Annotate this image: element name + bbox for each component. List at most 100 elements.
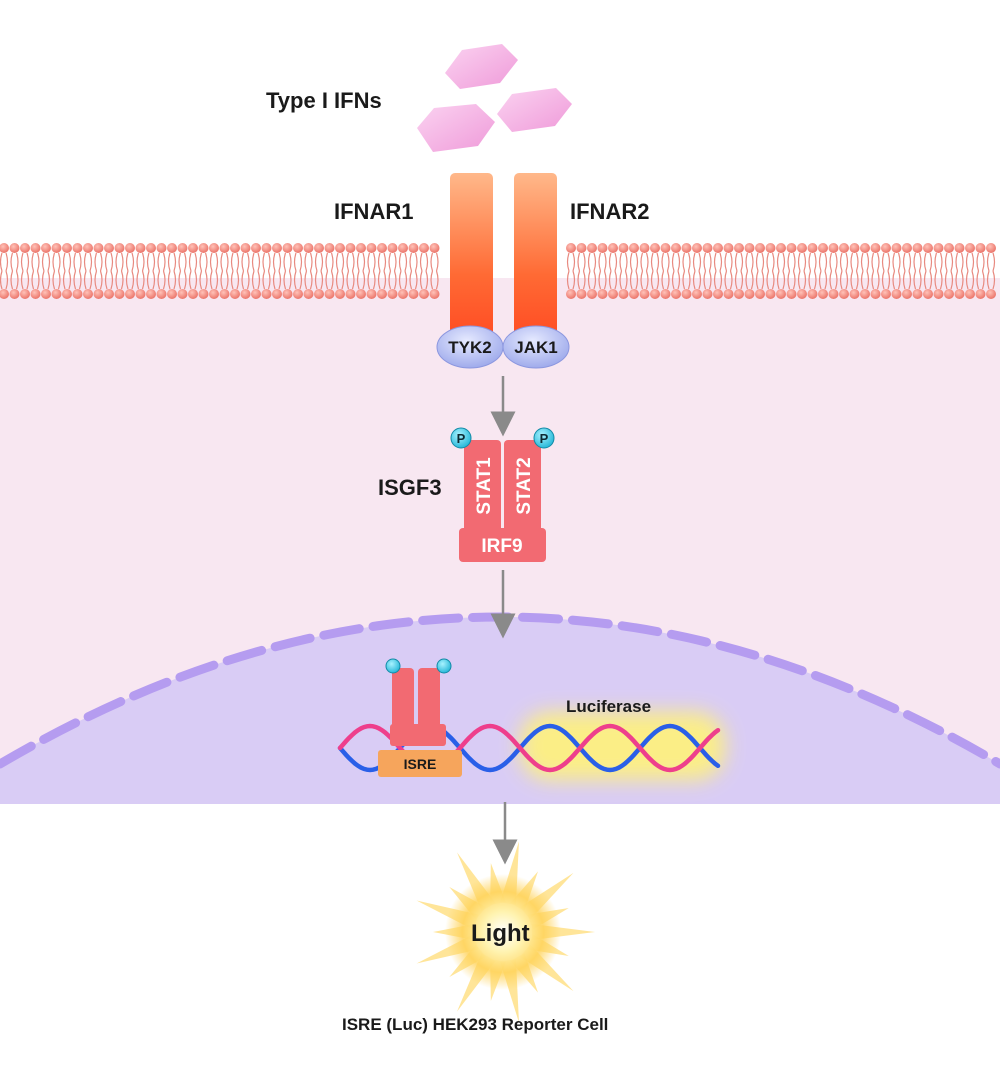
lipid-head bbox=[755, 289, 765, 299]
irf9-protein bbox=[459, 528, 546, 562]
isre-element bbox=[378, 750, 462, 777]
ifnar2-receptor bbox=[514, 173, 557, 343]
lipid-head bbox=[209, 243, 219, 253]
isgf3-label: ISGF3 bbox=[378, 475, 442, 500]
lipid-head bbox=[587, 243, 597, 253]
lipid-head bbox=[587, 289, 597, 299]
lipid-head bbox=[104, 289, 114, 299]
lipid-head bbox=[20, 243, 30, 253]
lipid-head bbox=[230, 289, 240, 299]
nuclear-stat1 bbox=[392, 668, 414, 730]
lipid-head bbox=[51, 289, 62, 299]
lipid-head bbox=[608, 243, 618, 253]
figure-caption: ISRE (Luc) HEK293 Reporter Cell bbox=[342, 1015, 609, 1034]
lipid-head bbox=[0, 243, 9, 253]
lipid-head bbox=[660, 289, 671, 299]
lipid-head bbox=[891, 243, 902, 253]
lipid-head bbox=[324, 243, 335, 253]
lipid-head bbox=[314, 243, 324, 253]
lipid-head bbox=[9, 243, 20, 253]
lipid-head bbox=[692, 289, 702, 299]
ifn-ligand-1 bbox=[445, 44, 518, 89]
lipid-head bbox=[324, 289, 335, 299]
lipid-head bbox=[860, 289, 870, 299]
lipid-head bbox=[828, 243, 839, 253]
lipid-head bbox=[860, 243, 870, 253]
lipid-head bbox=[986, 289, 996, 299]
lipid-head bbox=[639, 243, 650, 253]
lipid-head bbox=[828, 289, 839, 299]
lipid-head bbox=[377, 243, 387, 253]
stat2-protein bbox=[504, 440, 541, 532]
lipid-head bbox=[335, 243, 345, 253]
lipid-head bbox=[849, 289, 860, 299]
ifnar1-label: IFNAR1 bbox=[334, 199, 414, 224]
lipid-head bbox=[986, 243, 996, 253]
lipid-head bbox=[954, 289, 965, 299]
lipid-head bbox=[734, 289, 744, 299]
lipid-head bbox=[41, 289, 51, 299]
lipid-head bbox=[356, 289, 366, 299]
isre-label: ISRE bbox=[404, 756, 437, 772]
lipid-head bbox=[870, 289, 881, 299]
luciferase-label: Luciferase bbox=[566, 697, 652, 716]
lipid-head bbox=[251, 289, 261, 299]
lipid-head bbox=[366, 243, 377, 253]
lipid-head bbox=[240, 243, 251, 253]
lipid-head bbox=[198, 243, 209, 253]
lipid-head bbox=[198, 289, 209, 299]
lipid-head bbox=[387, 289, 398, 299]
lipid-head bbox=[335, 289, 345, 299]
lipid-head bbox=[975, 243, 986, 253]
lipid-head bbox=[9, 289, 20, 299]
lipid-head bbox=[408, 243, 419, 253]
lipid-head bbox=[713, 289, 723, 299]
lipid-head bbox=[188, 289, 198, 299]
lipid-head bbox=[408, 289, 419, 299]
lipid-head bbox=[597, 243, 608, 253]
lipid-head bbox=[135, 243, 146, 253]
lipid-head bbox=[650, 289, 660, 299]
lipid-head bbox=[933, 243, 944, 253]
lipid-head bbox=[881, 243, 891, 253]
lipid-head bbox=[398, 243, 408, 253]
lipid-head bbox=[419, 243, 429, 253]
lipid-head bbox=[786, 289, 797, 299]
lipid-head bbox=[72, 243, 83, 253]
lipid-head bbox=[618, 289, 629, 299]
lipid-head bbox=[786, 243, 797, 253]
lipid-head bbox=[807, 289, 818, 299]
lipid-head bbox=[576, 289, 587, 299]
lipid-head bbox=[114, 243, 125, 253]
lipid-head bbox=[146, 289, 156, 299]
nuclear-phospho-2 bbox=[436, 658, 452, 674]
lipid-head bbox=[72, 289, 83, 299]
lipid-head bbox=[818, 243, 828, 253]
nuclear-irf9 bbox=[390, 724, 446, 746]
lipid-head bbox=[776, 289, 786, 299]
ifn-ligand-3 bbox=[417, 104, 495, 152]
lipid-head bbox=[209, 289, 219, 299]
lipid-head bbox=[345, 243, 356, 253]
stat1-protein bbox=[464, 440, 501, 532]
lipid-head bbox=[839, 289, 849, 299]
lipid-head bbox=[135, 289, 146, 299]
lipid-head bbox=[713, 243, 723, 253]
lipid-head bbox=[387, 243, 398, 253]
lipid-head bbox=[303, 289, 314, 299]
lipid-head bbox=[261, 289, 272, 299]
light-core bbox=[445, 874, 561, 990]
lipid-head bbox=[282, 243, 293, 253]
ifn-ligand-2 bbox=[497, 88, 572, 132]
lipid-head bbox=[608, 289, 618, 299]
lipid-head bbox=[366, 289, 377, 299]
lipid-head bbox=[776, 243, 786, 253]
lipid-head bbox=[566, 289, 576, 299]
lipid-head bbox=[93, 243, 104, 253]
phospho-stat2 bbox=[533, 427, 555, 449]
lipid-head bbox=[660, 243, 671, 253]
lipid-head bbox=[818, 289, 828, 299]
ligand-label: Type I IFNs bbox=[266, 88, 382, 113]
